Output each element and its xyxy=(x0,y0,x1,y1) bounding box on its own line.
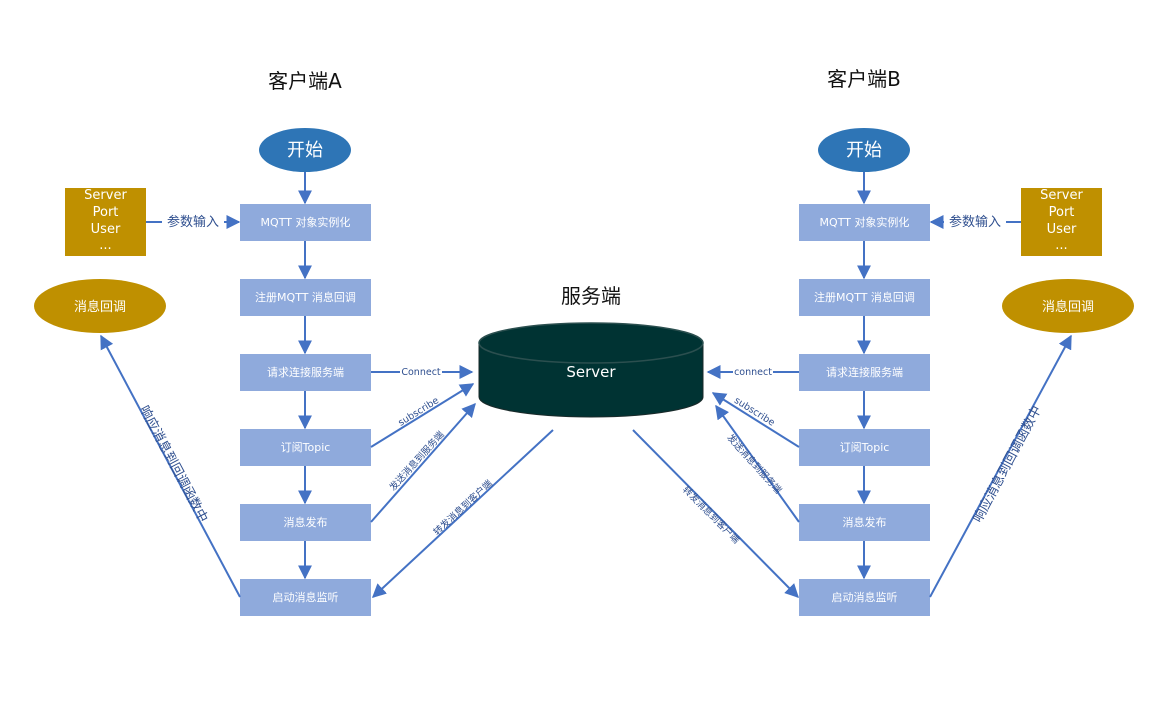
client-a-callback-arrow xyxy=(100,334,241,598)
client-b-param-label: 参数输入 xyxy=(949,214,1001,230)
client-b-subscribe-label: subscribe xyxy=(732,395,777,429)
client-b-params-box xyxy=(1021,188,1102,256)
client-a-publish-arrow xyxy=(370,402,476,523)
client-b-publish-arrow xyxy=(715,404,800,523)
client-b-param-more: ... xyxy=(1055,238,1067,253)
client-b-step-connect xyxy=(799,354,930,391)
client-a-step-instantiate-label: MQTT 对象实例化 xyxy=(261,215,351,229)
client-b-flow: 开始 MQTT 对象实例化 注册MQTT 消息回调 请求连接服务端 订阅Topi… xyxy=(799,128,1134,616)
client-a-publish-label: 发送消息到服务端 xyxy=(387,428,447,493)
client-b-forward-arrow xyxy=(632,429,799,598)
client-a-param-more: ... xyxy=(99,238,111,253)
server-cylinder-body xyxy=(478,343,704,418)
client-a-param-user: User xyxy=(91,222,121,237)
client-a-step-listen-label: 启动消息监听 xyxy=(273,590,339,604)
client-b-step-register-callback xyxy=(799,279,930,316)
client-b-step-publish-label: 消息发布 xyxy=(843,515,887,529)
client-a-step-subscribe-label: 订阅Topic xyxy=(281,441,331,454)
server-database: Server xyxy=(478,322,704,418)
client-a-callback-oval xyxy=(34,279,166,333)
client-b-subscribe-arrow xyxy=(711,392,800,448)
client-b-step-publish xyxy=(799,504,930,541)
client-b-step-listen-label: 启动消息监听 xyxy=(832,590,898,604)
client-a-title: 客户端A xyxy=(268,69,342,93)
client-a-step-register-callback xyxy=(240,279,371,316)
client-a-step-connect-label: 请求连接服务端 xyxy=(267,366,344,379)
client-a-connect-label: Connect xyxy=(401,367,441,378)
client-a-subscribe-label: subscribe xyxy=(396,395,441,429)
client-a-start-label: 开始 xyxy=(287,140,323,161)
client-a-flow: 开始 MQTT 对象实例化 注册MQTT 消息回调 请求连接服务端 订阅Topi… xyxy=(34,128,371,616)
client-a-step-instantiate xyxy=(240,204,371,241)
client-a-step-connect xyxy=(240,354,371,391)
client-a-step-listen xyxy=(240,579,371,616)
client-b-param-server: Server xyxy=(1040,188,1083,203)
client-a-forward-arrow xyxy=(371,429,554,598)
client-b-param-port: Port xyxy=(1049,205,1075,220)
client-b-start-label: 开始 xyxy=(846,140,882,161)
client-b-step-connect-label: 请求连接服务端 xyxy=(826,366,903,379)
client-b-step-subscribe xyxy=(799,429,930,466)
server-cylinder-top xyxy=(478,322,704,364)
client-b-callback-label: 消息回调 xyxy=(1042,299,1094,315)
client-a-callback-edge-label: 响应消息到回调函数中 xyxy=(136,403,211,525)
client-b-forward-label: 转发消息到客户端 xyxy=(680,484,743,547)
client-b-connect-label: connect xyxy=(734,367,772,378)
client-a-step-subscribe xyxy=(240,429,371,466)
client-a-step-publish xyxy=(240,504,371,541)
client-a-forward-label: 转发消息到客户端 xyxy=(431,477,495,538)
client-b-callback-oval xyxy=(1002,279,1134,333)
client-b-param-user: User xyxy=(1047,222,1077,237)
client-b-callback-arrow xyxy=(929,334,1072,598)
client-b-step-instantiate-label: MQTT 对象实例化 xyxy=(820,215,910,229)
client-a-param-port: Port xyxy=(93,205,119,220)
client-a-params-box xyxy=(65,188,146,256)
client-a-start-oval xyxy=(259,128,351,172)
server-label: Server xyxy=(566,363,616,381)
client-b-start-oval xyxy=(818,128,910,172)
client-a-callback-label: 消息回调 xyxy=(74,299,126,315)
client-a-step-publish-label: 消息发布 xyxy=(284,515,328,529)
server-title: 服务端 xyxy=(561,284,621,308)
client-b-step-subscribe-label: 订阅Topic xyxy=(840,441,890,454)
client-a-step-register-callback-label: 注册MQTT 消息回调 xyxy=(255,290,356,304)
client-a-param-server: Server xyxy=(84,188,127,203)
client-b-step-instantiate xyxy=(799,204,930,241)
client-a-param-label: 参数输入 xyxy=(167,214,219,230)
client-b-publish-label: 发送消息到服务端 xyxy=(724,432,784,497)
client-b-step-register-callback-label: 注册MQTT 消息回调 xyxy=(814,290,915,304)
client-b-title: 客户端B xyxy=(827,67,901,91)
client-b-step-listen xyxy=(799,579,930,616)
client-a-subscribe-arrow xyxy=(370,383,475,448)
client-b-callback-edge-label: 响应消息到回调函数中 xyxy=(970,403,1045,525)
